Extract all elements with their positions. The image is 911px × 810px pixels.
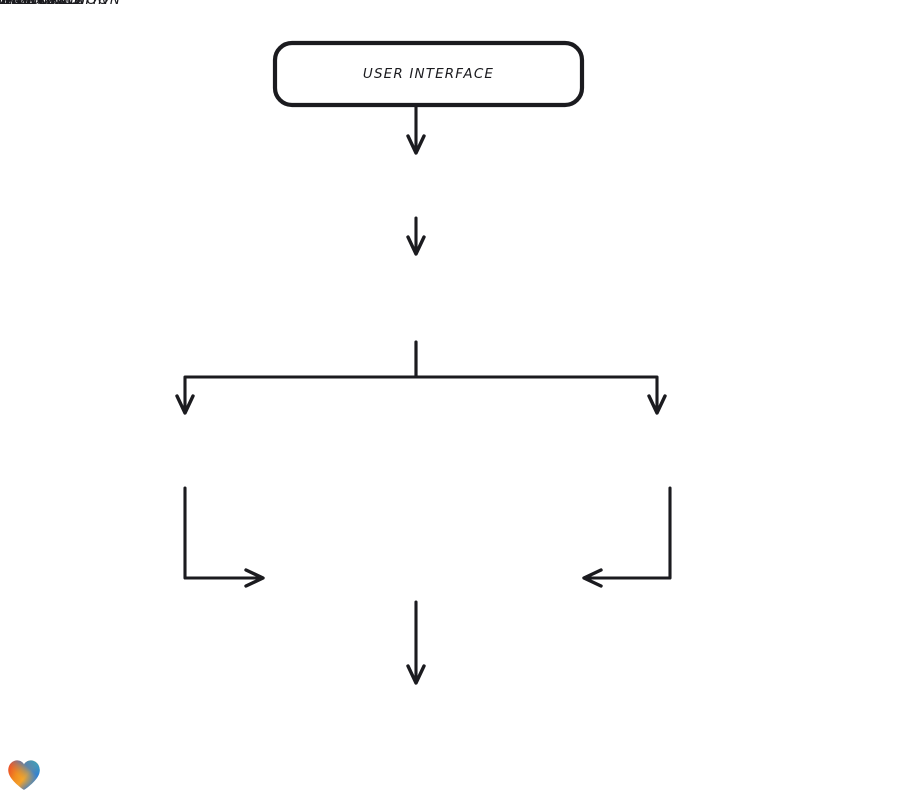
edge-line <box>583 486 672 580</box>
arrowhead-icon <box>175 394 195 415</box>
edge-frontend-api-calls-to-backend-auth-service <box>406 216 426 256</box>
node-session-token-mgmt[interactable]: SESSION AND TOKEN MANAGEMENT <box>0 0 81 8</box>
edge-third-party-auth-to-session-token-mgmt <box>582 486 672 588</box>
edge-line <box>183 486 264 580</box>
arrowhead-icon <box>647 394 667 415</box>
node-database-layer[interactable]: DATABASE LAYER <box>0 0 67 8</box>
node-label-line-2: MANAGEMENT <box>0 0 55 8</box>
node-frontend-api-calls[interactable]: FRONT-END API CALLS <box>0 0 86 8</box>
heart-icon-glyph <box>8 760 40 790</box>
node-label: FRONT-END API CALLS <box>0 0 86 8</box>
arrowhead-icon <box>244 568 265 588</box>
node-security-measures[interactable]: SECURITY MEASURES <box>0 0 82 8</box>
node-label: SECURITY MEASURES <box>0 0 82 8</box>
node-user-interface[interactable]: USER INTERFACE <box>272 40 585 108</box>
heart-shape-overlay <box>8 760 40 790</box>
arrowhead-icon <box>406 664 426 685</box>
edge-backend-auth-service-to-third-party-auth <box>414 340 667 415</box>
edge-user-interface-to-frontend-api-calls <box>406 103 426 155</box>
node-label-line-1: BACK-END AUTHENTICATION <box>0 0 110 8</box>
edges-group <box>175 103 672 685</box>
node-backend-auth-service[interactable]: BACK-END AUTHENTICATION SERVICE <box>0 0 110 8</box>
arrowhead-icon <box>406 134 426 155</box>
node-label: THIRD PARTY AUTHENTICATION <box>0 0 121 8</box>
edge-line <box>183 340 418 414</box>
node-label-line-1: SESSION AND TOKEN <box>0 0 81 8</box>
node-label: USER INTERFACE <box>363 66 494 82</box>
node-label: DATABASE LAYER <box>0 0 67 8</box>
arrowhead-icon <box>582 568 603 588</box>
node-third-party-auth[interactable]: THIRD PARTY AUTHENTICATION <box>0 0 121 8</box>
node-label-line-2: SERVICE <box>0 0 33 8</box>
edge-backend-auth-service-to-database-layer <box>175 340 418 415</box>
edge-session-token-mgmt-to-security-measures <box>406 600 426 685</box>
nodes-group: USER INTERFACE FRONT-END API CALLS BACK-… <box>0 0 585 108</box>
node-box[interactable] <box>272 40 585 108</box>
edge-database-layer-to-session-token-mgmt <box>183 486 265 588</box>
edge-line <box>414 340 659 414</box>
heart-icon <box>7 759 41 791</box>
arrowhead-icon <box>406 235 426 256</box>
